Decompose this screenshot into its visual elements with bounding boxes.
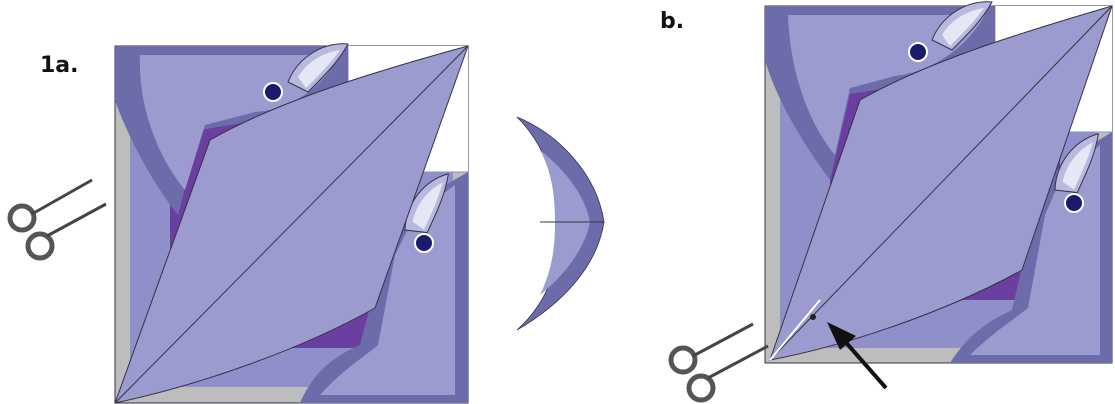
crescent-piece xyxy=(517,117,604,330)
figure-b-square xyxy=(765,2,1115,363)
scissors-icon xyxy=(10,180,106,258)
eye-icon xyxy=(264,83,282,101)
eye-icon xyxy=(415,234,433,252)
scissors-icon xyxy=(671,324,768,400)
eye-icon xyxy=(1065,194,1083,212)
eye-icon xyxy=(909,43,927,61)
figure-1a-square xyxy=(115,44,468,403)
